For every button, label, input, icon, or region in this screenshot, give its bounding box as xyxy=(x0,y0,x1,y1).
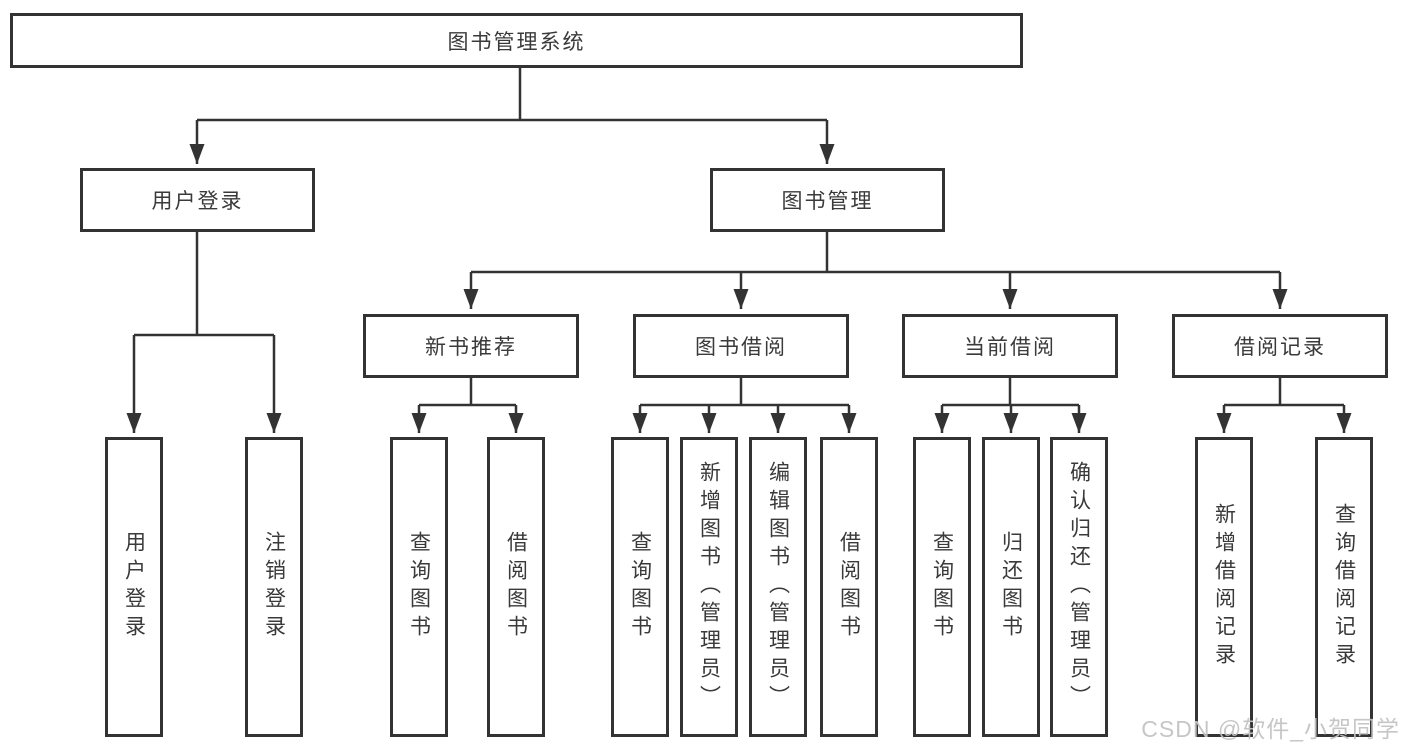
leaf-edit-books-admin-label: 编辑图书（管理员） xyxy=(766,461,790,713)
leaf-borrow-books-recommend-label: 借阅图书 xyxy=(504,531,528,643)
leaf-edit-books-admin: 编辑图书（管理员） xyxy=(749,437,807,737)
leaf-query-books-recommend-label: 查询图书 xyxy=(407,531,431,643)
node-current-borrowing: 当前借阅 xyxy=(902,314,1118,378)
node-borrow-records-label: 借阅记录 xyxy=(1234,336,1326,359)
leaf-user-login-label: 用户登录 xyxy=(122,531,146,643)
node-book-management: 图书管理 xyxy=(710,168,945,232)
node-borrow-records: 借阅记录 xyxy=(1172,314,1388,378)
leaf-add-books-admin-label: 新增图书（管理员） xyxy=(697,461,721,713)
leaf-query-books-borrowing: 查询图书 xyxy=(611,437,669,737)
node-new-book-recommend: 新书推荐 xyxy=(363,314,579,378)
leaf-borrow-books: 借阅图书 xyxy=(820,437,878,737)
leaf-query-books-borrowing-label: 查询图书 xyxy=(628,531,652,643)
leaf-add-borrow-record: 新增借阅记录 xyxy=(1195,437,1253,737)
node-user-login: 用户登录 xyxy=(80,168,315,232)
leaf-user-login: 用户登录 xyxy=(105,437,163,737)
node-user-login-label: 用户登录 xyxy=(151,190,244,213)
csdn-watermark: CSDN @软件_小贺同学 xyxy=(1141,716,1400,742)
leaf-logout-label: 注销登录 xyxy=(262,531,286,643)
node-library-system: 图书管理系统 xyxy=(10,13,1023,68)
leaf-borrow-books-recommend: 借阅图书 xyxy=(487,437,545,737)
leaf-query-books-recommend: 查询图书 xyxy=(390,437,448,737)
leaf-query-books-current: 查询图书 xyxy=(913,437,971,737)
node-book-borrowing-label: 图书借阅 xyxy=(695,336,787,359)
leaf-query-borrow-record-label: 查询借阅记录 xyxy=(1332,503,1356,671)
leaf-logout: 注销登录 xyxy=(245,437,303,737)
node-new-book-recommend-label: 新书推荐 xyxy=(425,336,517,359)
leaf-add-borrow-record-label: 新增借阅记录 xyxy=(1212,503,1236,671)
node-book-management-label: 图书管理 xyxy=(781,190,874,213)
leaf-borrow-books-label: 借阅图书 xyxy=(837,531,861,643)
node-book-borrowing: 图书借阅 xyxy=(633,314,849,378)
leaf-return-books: 归还图书 xyxy=(982,437,1040,737)
leaf-confirm-return-admin: 确认归还（管理员） xyxy=(1050,437,1108,737)
leaf-return-books-label: 归还图书 xyxy=(999,531,1023,643)
leaf-confirm-return-admin-label: 确认归还（管理员） xyxy=(1067,461,1091,713)
leaf-query-borrow-record: 查询借阅记录 xyxy=(1315,437,1373,737)
node-library-system-label: 图书管理系统 xyxy=(447,30,586,54)
leaf-query-books-current-label: 查询图书 xyxy=(930,531,954,643)
leaf-add-books-admin: 新增图书（管理员） xyxy=(680,437,738,737)
node-current-borrowing-label: 当前借阅 xyxy=(964,336,1056,359)
